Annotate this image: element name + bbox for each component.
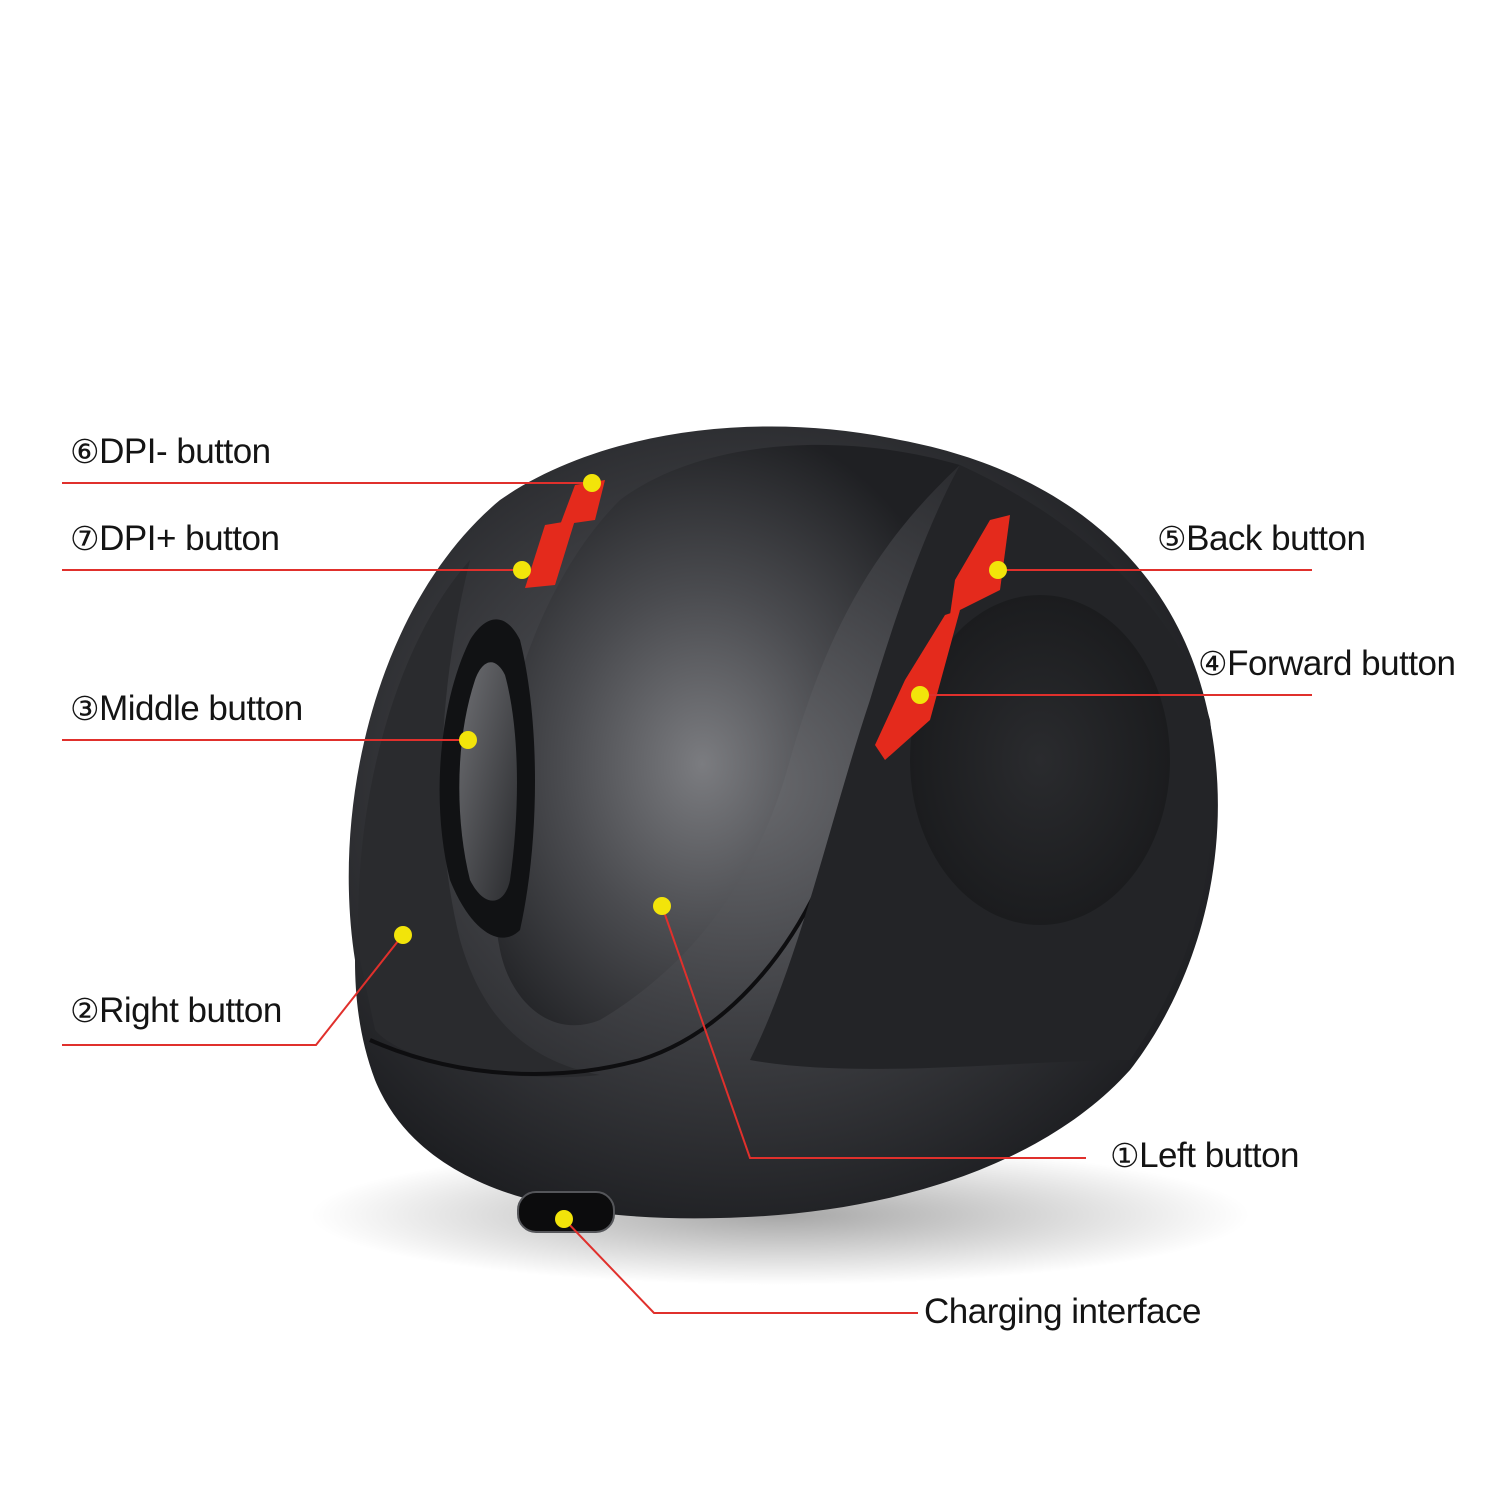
top-shell bbox=[491, 444, 960, 1026]
dot-forward bbox=[911, 686, 929, 704]
dpi-plus-red-key bbox=[525, 520, 575, 588]
label-text: Forward button bbox=[1227, 644, 1456, 683]
label-number: ② bbox=[70, 991, 100, 1030]
callout-lines bbox=[62, 482, 1312, 1314]
callout-dots bbox=[394, 474, 1007, 1228]
label-dpi-plus-button: ⑦DPI+ button bbox=[70, 519, 280, 559]
back-red-key bbox=[950, 515, 1010, 615]
forward-red-key bbox=[875, 610, 960, 760]
label-right-button: ②Right button bbox=[70, 991, 282, 1031]
label-number: ⑥ bbox=[70, 432, 100, 471]
callout-line-charging bbox=[563, 1218, 918, 1314]
dot-left bbox=[653, 897, 671, 915]
label-dpi-minus-button: ⑥DPI- button bbox=[70, 432, 271, 472]
label-number: ③ bbox=[70, 689, 100, 728]
label-text: Back button bbox=[1186, 519, 1366, 558]
label-text: Middle button bbox=[99, 689, 303, 728]
label-charging-interface: Charging interface bbox=[924, 1292, 1202, 1332]
right-button-panel bbox=[358, 560, 600, 1078]
label-text: DPI- button bbox=[99, 432, 271, 471]
dot-charging bbox=[555, 1210, 573, 1228]
label-number: ① bbox=[1110, 1136, 1140, 1175]
label-text: Left button bbox=[1139, 1136, 1300, 1175]
dot-back bbox=[989, 561, 1007, 579]
label-text: Charging interface bbox=[924, 1292, 1202, 1331]
dot-dpi-plus bbox=[513, 561, 531, 579]
thumb-rest bbox=[910, 595, 1170, 925]
dot-middle bbox=[459, 731, 477, 749]
scroll-wheel bbox=[459, 662, 517, 901]
callout-line-right bbox=[62, 935, 403, 1046]
label-text: DPI+ button bbox=[99, 519, 280, 558]
dot-right bbox=[394, 926, 412, 944]
label-number: ⑦ bbox=[70, 519, 100, 558]
seam-line bbox=[369, 859, 832, 1076]
label-middle-button: ③Middle button bbox=[70, 689, 303, 729]
label-text: Right button bbox=[99, 991, 282, 1030]
label-back-button: ⑤Back button bbox=[1157, 519, 1366, 559]
label-forward-button: ④Forward button bbox=[1198, 644, 1456, 684]
label-number: ④ bbox=[1198, 644, 1228, 683]
label-number: ⑤ bbox=[1157, 519, 1187, 558]
dot-dpi-minus bbox=[583, 474, 601, 492]
callout-line-left bbox=[661, 905, 1086, 1159]
label-left-button: ①Left button bbox=[1110, 1136, 1300, 1176]
